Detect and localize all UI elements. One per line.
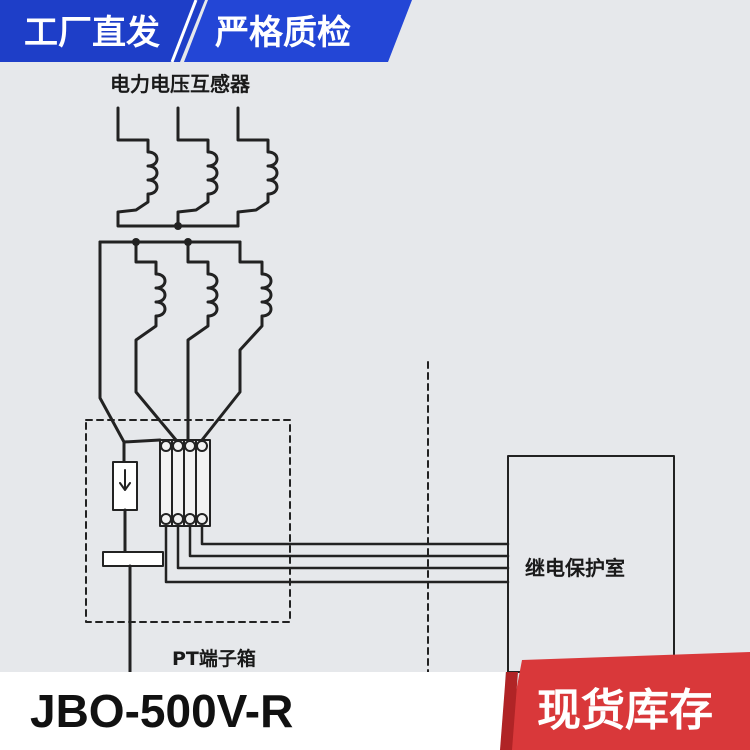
- top-banner: [0, 0, 412, 63]
- primary-coil-2: [176, 106, 240, 228]
- terminal-block: [159, 439, 211, 527]
- banner-left-shape: [0, 0, 205, 62]
- terminal-box-outline: [85, 419, 291, 623]
- banner-right-text: 严格质检: [215, 13, 351, 53]
- ground-bar: [102, 551, 164, 567]
- secondary-coil-2: [186, 240, 219, 442]
- model-panel: [0, 672, 505, 750]
- terminal-box-label: PT端子箱: [172, 648, 256, 670]
- pt-label: 电力电压互感器: [110, 72, 250, 96]
- primary-coil-1: [116, 106, 182, 228]
- primary-coil-3: [236, 106, 279, 228]
- secondary-coil-3: [200, 240, 273, 442]
- stock-badge: 现货库存: [537, 685, 713, 736]
- banner-right-shape: [184, 0, 412, 62]
- model-number: JBO-500V-R: [30, 685, 294, 737]
- banner-left-text: 工厂直发: [24, 13, 160, 53]
- relay-room-label: 继电保护室: [525, 556, 625, 580]
- outgoing-cables: [164, 524, 510, 584]
- secondary-coil-1: [134, 240, 178, 442]
